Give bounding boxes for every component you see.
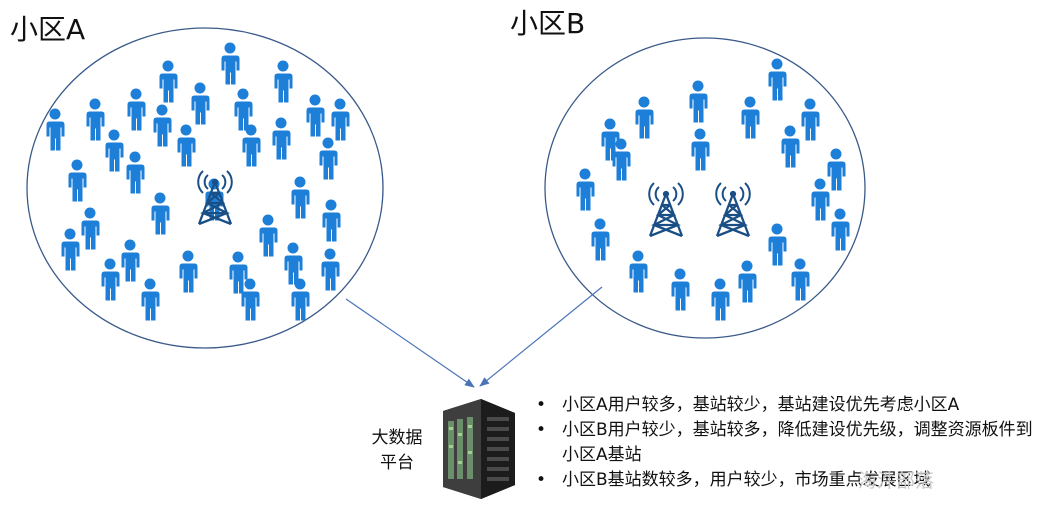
person-icon [259, 214, 278, 257]
big-data-platform-label: 大数据 平台 [360, 426, 434, 476]
person-icon [151, 192, 170, 235]
person-icon [635, 96, 654, 139]
person-icon [591, 218, 610, 261]
person-icon [241, 278, 260, 321]
person-icon [831, 208, 850, 251]
person-icon [61, 228, 80, 271]
note-item: 小区B基站数较多，用户较少，市场重点发展区域 [536, 468, 1046, 493]
person-icon [159, 60, 178, 103]
analysis-notes: 小区A用户较多，基站较少，基站建设优先考虑小区A 小区B用户较少，基站较多，降低… [536, 393, 1046, 493]
platform-label-line2: 平台 [380, 453, 414, 473]
cell-tower-icon [648, 181, 684, 238]
person-icon [121, 239, 140, 282]
cell-a-boundary [26, 27, 384, 349]
person-icon [689, 80, 708, 123]
cell-b-users [576, 58, 850, 321]
person-icon [284, 242, 303, 285]
person-icon [738, 260, 757, 303]
person-icon [221, 42, 240, 85]
person-icon [768, 58, 787, 101]
person-icon [234, 88, 253, 131]
person-icon [691, 128, 710, 171]
person-icon [242, 124, 261, 167]
person-icon [576, 168, 595, 211]
person-icon [101, 258, 120, 301]
person-icon [781, 125, 800, 168]
person-icon [811, 178, 830, 221]
person-icon [791, 258, 810, 301]
person-icon [291, 278, 310, 321]
person-icon [322, 199, 341, 242]
person-icon [331, 98, 350, 141]
person-icon [306, 94, 325, 137]
arrow-cell-b-to-platform [479, 286, 603, 387]
person-icon [126, 151, 145, 194]
note-item: 小区B用户较少，基站较多，降低建设优先级，调整资源板件到小区A基站 [536, 418, 1046, 468]
cell-a-title: 小区A [10, 13, 86, 46]
person-icon [291, 176, 310, 219]
person-icon [274, 60, 293, 103]
cell-b-boundary [544, 37, 866, 339]
person-icon [768, 223, 787, 266]
person-icon [68, 159, 87, 202]
note-item: 小区A用户较多，基站较少，基站建设优先考虑小区A [536, 393, 1046, 418]
arrow-cell-a-to-platform [345, 298, 475, 388]
person-icon [272, 117, 291, 160]
person-icon [127, 88, 146, 131]
person-icon [86, 98, 105, 141]
cell-tower-icon [715, 181, 751, 238]
base-stations [197, 169, 751, 238]
person-icon [629, 250, 648, 293]
person-icon [179, 250, 198, 293]
person-icon [177, 124, 196, 167]
watermark: 海汼部落 [858, 470, 935, 492]
person-icon [81, 207, 100, 250]
person-icon [141, 278, 160, 321]
person-icon [321, 248, 340, 291]
server-rack-icon [443, 399, 515, 499]
platform-label-line1: 大数据 [371, 428, 423, 448]
person-icon [46, 108, 65, 151]
person-icon [741, 96, 760, 139]
person-icon [319, 137, 338, 180]
person-icon [711, 278, 730, 321]
cell-b-title: 小区B [510, 7, 586, 40]
person-icon [229, 251, 248, 294]
person-icon [153, 104, 172, 147]
person-icon [191, 82, 210, 125]
person-icon [801, 98, 820, 141]
person-icon [827, 148, 846, 191]
person-icon [105, 129, 124, 172]
person-icon [671, 268, 690, 311]
